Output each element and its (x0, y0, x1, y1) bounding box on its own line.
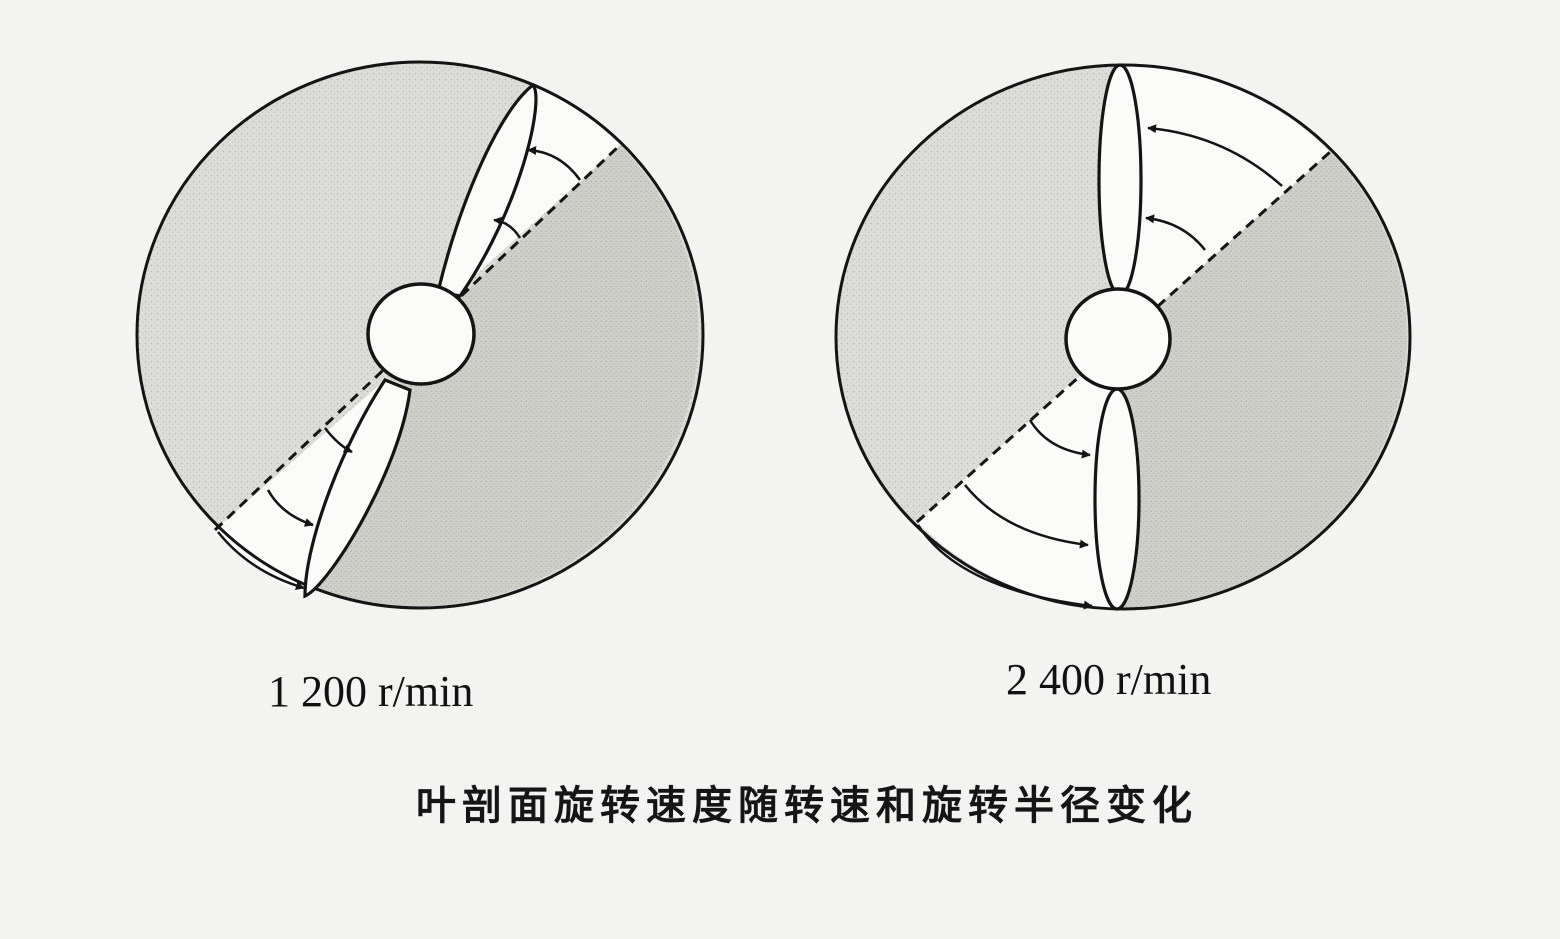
shade-right-half-right (1123, 152, 1407, 609)
figure-caption: 叶剖面旋转速度随转速和旋转半径变化 (416, 783, 1198, 829)
white-sector-upper-left (470, 85, 620, 280)
rotation-arrow-left-5 (217, 531, 305, 591)
blade-upper-right (1097, 63, 1143, 297)
rotation-arrow-left-3 (324, 427, 353, 454)
speed-label-left: 1 200 r/min (268, 667, 474, 716)
diagram-right-2400 (834, 63, 1412, 611)
rotation-arrow-right-2 (1145, 214, 1206, 251)
rotation-arrow-left-2 (493, 216, 522, 239)
rotation-arrow-right-1 (1147, 124, 1283, 187)
rotation-arrow-right-3 (1028, 419, 1091, 459)
shade-right-half-left (318, 145, 699, 607)
white-sector-lower-left (215, 380, 385, 596)
rotation-arrow-left-4 (266, 489, 314, 527)
hub-circle-right (1064, 287, 1172, 391)
speed-label-right: 2 400 r/min (1006, 655, 1212, 704)
white-sector-lower-right (917, 337, 1123, 609)
blade-lower-right (1093, 387, 1141, 611)
hub-circle-left (366, 282, 476, 386)
rotation-arrow-left-1 (527, 146, 582, 181)
propeller-disc-outline-left (135, 60, 705, 610)
rotation-arrow-right-5 (916, 524, 1093, 610)
blade-upper-left (436, 82, 538, 298)
diagram-left-1200 (135, 60, 705, 610)
rotation-arrow-right-4 (964, 484, 1089, 549)
